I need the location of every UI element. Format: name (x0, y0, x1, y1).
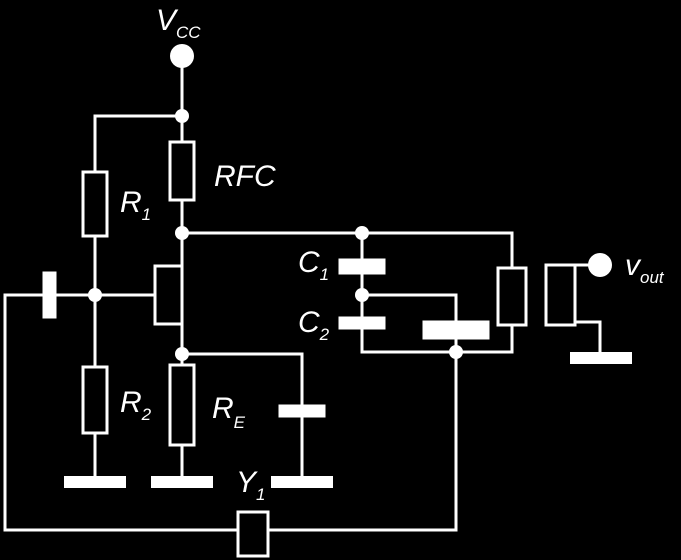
transformer-primary (496, 266, 528, 327)
transistor (153, 264, 184, 326)
junction-dot (175, 226, 189, 240)
c1-capacitor-bottom (338, 270, 386, 275)
ground-r2 (64, 476, 126, 488)
r2-resistor (81, 365, 109, 435)
label-re: RE (212, 392, 246, 432)
vcc-terminal (170, 44, 194, 68)
rfc-inductor (168, 140, 196, 202)
label-c2: C2 (298, 306, 330, 344)
label-r2: R2 (120, 386, 152, 424)
junction-dot (449, 345, 463, 359)
label-vcc: VCC (156, 4, 201, 42)
r1-resistor (81, 170, 109, 238)
ground-output (570, 352, 632, 364)
c2-capacitor (338, 316, 386, 330)
c1-capacitor-top (338, 258, 386, 272)
label-c1: C1 (298, 246, 329, 284)
junction-dot (175, 347, 189, 361)
feedback-capacitor (422, 320, 490, 340)
re-resistor (168, 363, 196, 447)
coupling-capacitor (42, 271, 57, 319)
label-y1: Y1 (236, 466, 265, 504)
wires (3, 60, 602, 532)
ground-bypass (271, 476, 333, 488)
label-r1: R1 (120, 186, 151, 224)
ground-re (151, 476, 213, 488)
label-vout: vout (625, 249, 665, 287)
junction-dot (88, 288, 102, 302)
bypass-capacitor (278, 404, 326, 418)
vout-terminal (588, 253, 612, 277)
junction-dot (355, 226, 369, 240)
transformer-secondary (544, 263, 577, 327)
junction-dot (175, 109, 189, 123)
y1-crystal (236, 510, 270, 558)
label-rfc: RFC (214, 160, 276, 193)
junction-dot (355, 288, 369, 302)
